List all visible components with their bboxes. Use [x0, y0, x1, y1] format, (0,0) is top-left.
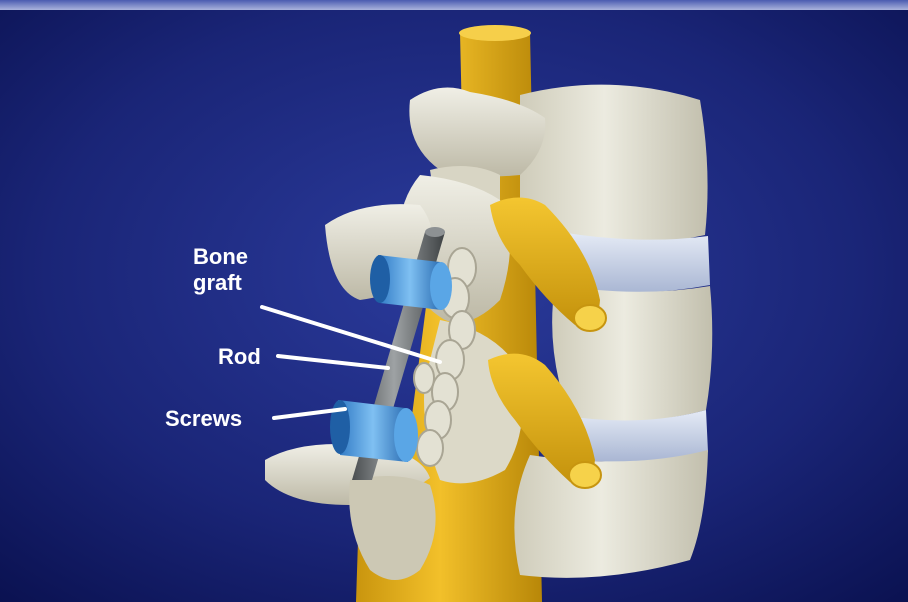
upper-screw: [370, 255, 452, 310]
screws-label: Screws: [165, 406, 242, 432]
bone-graft-label-line1: Bone: [193, 244, 273, 270]
bone-graft-label: Bone graft: [193, 244, 273, 296]
lower-vertebra: [514, 450, 708, 578]
bone-graft-label-line2: graft: [193, 270, 273, 296]
top-strip: [0, 0, 908, 10]
rod-label: Rod: [218, 344, 261, 370]
